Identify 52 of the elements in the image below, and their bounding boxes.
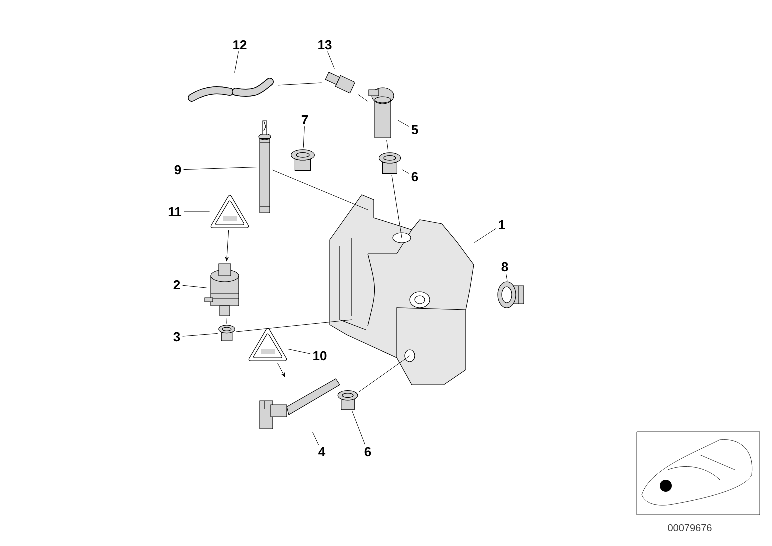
reservoir-tank-drawing: [330, 194, 474, 386]
level-sensor-drawing: [368, 88, 394, 138]
connector-drawing: [325, 72, 356, 94]
pump-drawing: [204, 264, 240, 316]
leader-line: [506, 274, 508, 282]
arrow: [277, 362, 286, 378]
leader-line: [303, 126, 305, 148]
callout-number: 8: [502, 262, 508, 272]
callout-number: 6: [364, 447, 372, 457]
part-number: 00079676: [668, 524, 712, 532]
grommet-drawing: [218, 325, 236, 342]
callout-number: 1: [499, 220, 506, 230]
leader-line: [402, 170, 410, 174]
assembly-line: [278, 82, 322, 86]
plug-drawing: [498, 282, 524, 308]
leader-line: [234, 52, 239, 74]
leader-line: [398, 120, 410, 127]
callout-number: 12: [234, 40, 247, 50]
sensor-drawing: [260, 378, 340, 430]
grommet-drawing: [338, 390, 358, 410]
leader-line: [312, 432, 320, 446]
leader-line: [182, 285, 208, 288]
callout-number: 7: [302, 116, 308, 124]
grommet-drawing: [378, 152, 402, 174]
assembly-line: [236, 320, 352, 332]
callout-number: 10: [314, 351, 327, 361]
pipe-drawing: [258, 120, 272, 214]
assembly-line: [226, 318, 227, 324]
callout-number: 2: [174, 280, 180, 290]
assembly-line: [358, 356, 410, 392]
callout-number: 3: [174, 332, 180, 342]
assembly-line: [358, 94, 368, 102]
grommet-drawing: [291, 150, 315, 172]
assembly-line: [386, 140, 389, 152]
callout-number: 9: [174, 165, 182, 175]
callout-number: 5: [412, 125, 418, 135]
leader-line: [184, 167, 258, 170]
callout-number: 13: [318, 40, 332, 50]
assembly-line: [272, 170, 368, 210]
callout-number: 4: [318, 448, 326, 456]
leader-line: [352, 410, 366, 446]
warning-label-drawing: [210, 195, 250, 228]
assembly-line: [392, 174, 402, 238]
leader-line: [182, 333, 218, 337]
leader-line: [328, 52, 335, 70]
callout-number: 6: [412, 172, 418, 182]
callout-number: 11: [168, 208, 182, 216]
arrow: [225, 230, 230, 262]
hose-drawing: [188, 78, 274, 102]
leader-line: [474, 228, 496, 244]
leader-line: [288, 349, 311, 354]
warning-label-drawing: [248, 328, 288, 362]
